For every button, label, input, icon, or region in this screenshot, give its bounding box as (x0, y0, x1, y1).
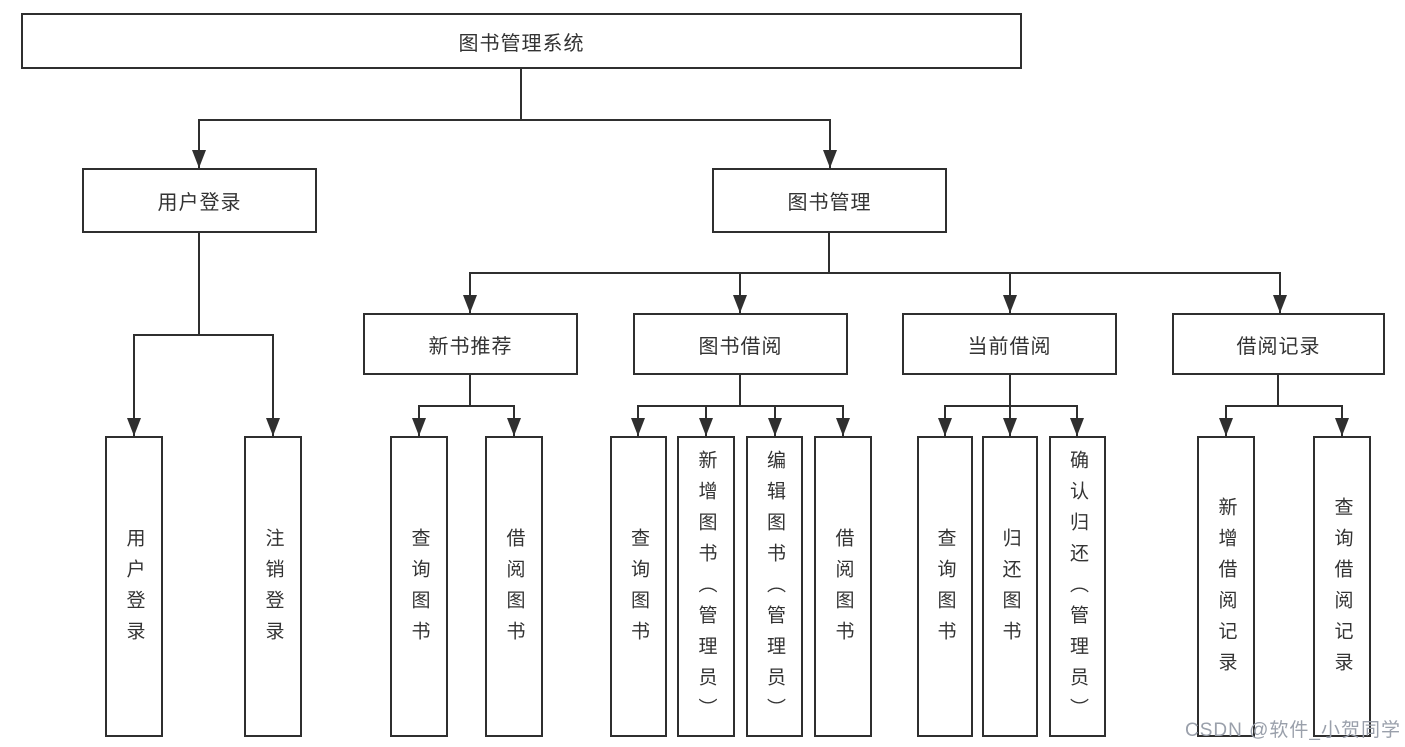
edge-root-trunk (520, 69, 522, 120)
leaf-bb-borrow-books: 借阅图书 (814, 436, 872, 737)
edge-br-trunk (1277, 375, 1279, 406)
leaf-cb-return-books: 归还图书 (982, 436, 1038, 737)
arrow-to-leaf-logout-login (272, 334, 274, 436)
edge-book-management-trunk (828, 233, 830, 273)
node-label: 图书管理系统 (458, 32, 585, 55)
arrow-to-leaf-bb-add (705, 405, 707, 436)
arrow-to-leaf-cb-query (944, 405, 946, 436)
arrow-to-leaf-cb-return (1009, 405, 1011, 436)
edge-nbr-span (418, 405, 515, 407)
leaf-br-query-borrow-record: 查询借阅记录 (1313, 436, 1371, 737)
leaf-label: 注销登录 (262, 527, 284, 652)
node-borrowing-records: 借阅记录 (1172, 313, 1385, 375)
leaf-label: 归还图书 (999, 527, 1021, 652)
arrow-to-new-book-recommendation (469, 272, 471, 313)
leaf-label: 查询图书 (934, 527, 956, 652)
csdn-watermark: CSDN @软件_小贺同学 (1185, 720, 1401, 741)
leaf-label: 确认归还（管理员） (1067, 450, 1088, 729)
edge-root-span (198, 119, 831, 121)
edge-user-login-trunk (198, 233, 200, 335)
node-root-library-management-system: 图书管理系统 (21, 13, 1022, 69)
leaf-cb-query-books: 查询图书 (917, 436, 973, 737)
edge-cb-span (944, 405, 1078, 407)
node-user-login: 用户登录 (82, 168, 317, 233)
edge-bb-span (637, 405, 844, 407)
leaf-br-add-borrow-record: 新增借阅记录 (1197, 436, 1255, 737)
leaf-label: 新增图书（管理员） (695, 450, 717, 729)
node-label: 当前借阅 (967, 335, 1052, 358)
node-label: 图书管理 (787, 192, 872, 214)
node-book-management: 图书管理 (712, 168, 947, 233)
edge-nbr-trunk (469, 375, 471, 406)
leaf-label: 查询图书 (408, 527, 430, 652)
arrow-to-leaf-nbr-query (418, 405, 420, 436)
leaf-logout-login: 注销登录 (244, 436, 302, 737)
node-label: 借阅记录 (1236, 335, 1321, 358)
arrow-to-book-management (829, 119, 831, 168)
leaf-label: 查询图书 (628, 527, 649, 652)
leaf-label: 借阅图书 (832, 527, 854, 652)
edge-user-login-span (133, 334, 274, 336)
arrow-to-borrowing-records (1279, 272, 1281, 313)
edge-br-span (1225, 405, 1343, 407)
arrow-to-book-borrowing (739, 272, 741, 313)
leaf-label: 查询借阅记录 (1331, 496, 1353, 683)
arrow-to-leaf-br-query (1341, 405, 1343, 436)
arrow-to-current-borrowing (1009, 272, 1011, 313)
node-label: 用户登录 (157, 192, 242, 214)
arrow-to-user-login (198, 119, 200, 168)
leaf-bb-query-books: 查询图书 (610, 436, 667, 737)
arrow-to-leaf-br-add (1225, 405, 1227, 436)
node-label: 新书推荐 (428, 335, 513, 358)
leaf-nbr-query-books: 查询图书 (390, 436, 448, 737)
edge-cb-trunk (1009, 375, 1011, 406)
node-new-book-recommendation: 新书推荐 (363, 313, 578, 375)
leaf-user-login: 用户登录 (105, 436, 163, 737)
leaf-bb-add-books-admin: 新增图书（管理员） (677, 436, 735, 737)
edge-book-management-span (469, 272, 1281, 274)
arrow-to-leaf-bb-query (637, 405, 639, 436)
node-book-borrowing: 图书借阅 (633, 313, 848, 375)
leaf-label: 新增借阅记录 (1215, 496, 1237, 683)
leaf-cb-confirm-return-admin: 确认归还（管理员） (1049, 436, 1106, 737)
arrow-to-leaf-bb-borrow (842, 405, 844, 436)
node-current-borrowing: 当前借阅 (902, 313, 1117, 375)
leaf-bb-edit-books-admin: 编辑图书（管理员） (746, 436, 803, 737)
node-label: 图书借阅 (698, 335, 783, 358)
edge-bb-trunk (739, 375, 741, 406)
arrow-to-leaf-bb-edit (774, 405, 776, 436)
arrow-to-leaf-nbr-borrow (513, 405, 515, 436)
leaf-nbr-borrow-books: 借阅图书 (485, 436, 543, 737)
leaf-label: 编辑图书（管理员） (764, 450, 785, 729)
arrow-to-leaf-cb-confirm (1076, 405, 1078, 436)
arrow-to-leaf-user-login (133, 334, 135, 436)
leaf-label: 借阅图书 (503, 527, 525, 652)
leaf-label: 用户登录 (123, 527, 145, 652)
